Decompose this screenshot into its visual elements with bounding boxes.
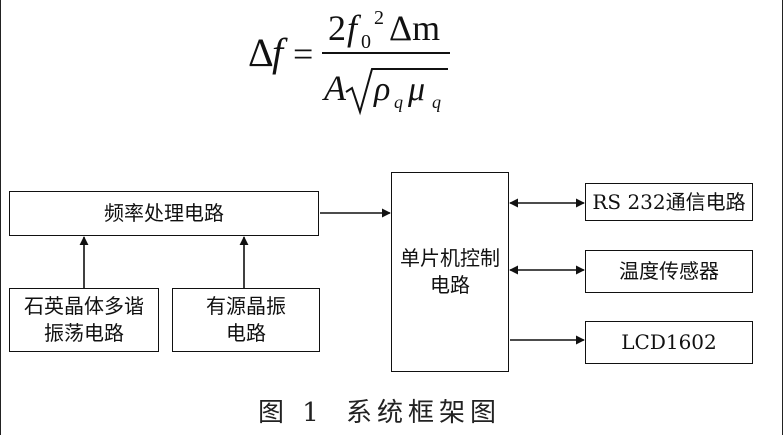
- figure-title: 系统框架图: [346, 398, 502, 428]
- rs232-label: RS 232通信电路: [592, 189, 746, 214]
- formula-den-rho: ρ: [373, 71, 390, 108]
- mcu-control-label: 单片机控制 电路: [400, 246, 500, 297]
- crystal-oscillator-label: 石英晶体多谐 振荡电路: [24, 294, 144, 345]
- crystal-oscillator-block: 石英晶体多谐 振荡电路: [9, 288, 159, 352]
- formula-den-mu-sub: q: [432, 92, 441, 112]
- figure-number: 图 1: [258, 398, 324, 428]
- formula-lhs-delta: Δ: [248, 30, 274, 75]
- formula-num-sub: 0: [361, 31, 371, 53]
- formula-den-var: A: [322, 68, 347, 108]
- lcd-block: LCD1602: [585, 321, 753, 364]
- mcu-control-block: 单片机控制 电路: [391, 172, 509, 372]
- formula-num-tail: Δm: [389, 8, 440, 48]
- active-oscillator-block: 有源晶振 电路: [172, 288, 320, 352]
- left-border: [0, 0, 1, 435]
- formula: Δ f = 2 f 0 2 Δm A ρ q μ q: [248, 7, 450, 116]
- lcd-label: LCD1602: [621, 330, 717, 354]
- freq-processing-label: 频率处理电路: [104, 201, 224, 225]
- formula-num-sup: 2: [374, 7, 384, 29]
- formula-num-coef: 2: [328, 8, 346, 48]
- formula-den-rho-sub: q: [394, 92, 403, 112]
- formula-num-var: f: [347, 8, 362, 48]
- active-oscillator-label: 有源晶振 电路: [206, 294, 286, 345]
- rs232-block: RS 232通信电路: [585, 183, 753, 221]
- temp-sensor-block: 温度传感器: [585, 250, 753, 293]
- freq-processing-block: 频率处理电路: [9, 191, 319, 236]
- figure-caption: 图 1 系统框架图: [0, 392, 783, 432]
- formula-equals: =: [293, 34, 313, 74]
- formula-den-mu: μ: [407, 71, 425, 108]
- formula-lhs-var: f: [272, 30, 288, 75]
- sqrt-sign: [345, 68, 448, 116]
- temp-sensor-label: 温度传感器: [619, 259, 719, 283]
